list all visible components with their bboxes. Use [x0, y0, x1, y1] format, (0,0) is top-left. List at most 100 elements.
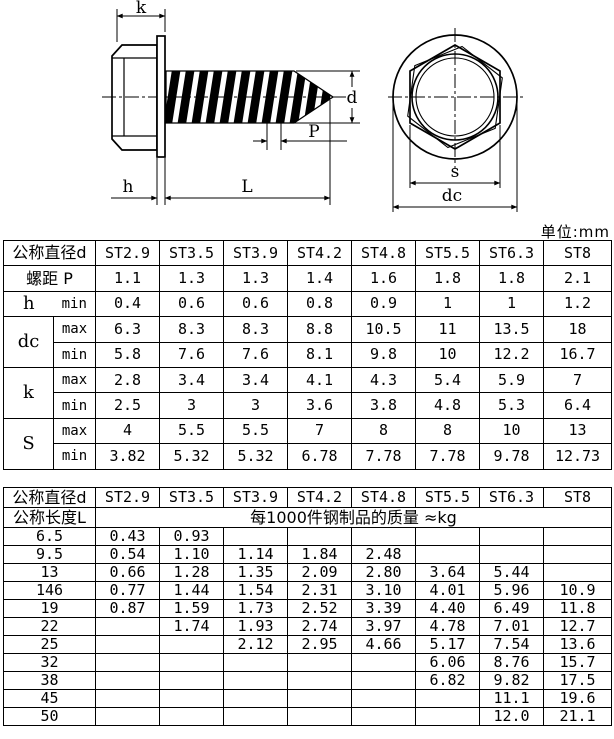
column-header-size: ST4.8 [351, 487, 416, 508]
table-cell: 5.8 [95, 341, 161, 368]
thread-stripe [218, 71, 238, 123]
mass-cell: 15.7 [543, 653, 612, 672]
mass-cell: 2.80 [351, 563, 416, 582]
flange-profile [156, 35, 166, 158]
mass-cell [223, 527, 288, 546]
column-header-size: ST3.9 [223, 487, 288, 508]
row-header-pitch: 螺距 P [2, 265, 97, 292]
mass-cell [543, 527, 612, 546]
subrow-header-min: min [53, 290, 97, 318]
table-cell: 1 [479, 290, 545, 318]
row-header-dc: dc [3, 316, 54, 368]
thread-stripe [176, 71, 196, 123]
dim-p [253, 123, 347, 150]
table-cell: 8.8 [287, 316, 353, 343]
column-header-size: ST4.8 [351, 239, 417, 267]
mass-cell [287, 671, 352, 690]
table-cell: 5.32 [159, 443, 225, 470]
mass-cell: 5.44 [479, 563, 544, 582]
technical-drawing: k d P h L s dc [102, 0, 524, 212]
table-cell: 8.3 [223, 316, 289, 343]
table-cell: 8 [415, 417, 481, 445]
flange-circle [392, 34, 518, 160]
mass-cell [223, 671, 288, 690]
mass-cell [543, 545, 612, 564]
column-header-size: ST2.9 [95, 239, 161, 267]
column-header-size: ST6.3 [479, 487, 544, 508]
subrow-header-max: max [52, 366, 97, 394]
mass-cell [351, 671, 416, 690]
row-header-s: S [3, 417, 54, 470]
table-cell: 2.8 [95, 366, 161, 394]
table-cell: 7.78 [415, 443, 481, 470]
column-header-size: ST4.2 [287, 239, 353, 267]
dim-k [116, 9, 166, 42]
table-cell: 7.78 [351, 443, 417, 470]
table-cell: 1.3 [159, 265, 225, 292]
mass-cell [415, 545, 480, 564]
mass-cell: 6.06 [415, 653, 480, 672]
table-cell: 7 [543, 366, 613, 394]
table-cell: 10 [415, 341, 481, 368]
mass-cell: 5.17 [415, 635, 480, 654]
table-cell: 4 [95, 417, 161, 445]
table-cell: 1 [415, 290, 481, 318]
mass-cell: 19.6 [543, 689, 612, 708]
mass-cell: 2.74 [287, 617, 352, 636]
mass-cell: 1.84 [287, 545, 352, 564]
mass-cell [159, 635, 224, 654]
length-cell: 45 [3, 689, 96, 708]
table-cell: 12.73 [543, 443, 613, 470]
table-cell: 0.4 [95, 290, 161, 318]
d-dim-label: d [347, 88, 358, 108]
subrow-header-min: min [52, 341, 97, 368]
subrow-header-max: max [52, 316, 97, 343]
mass-cell [351, 527, 416, 546]
mass-cell: 1.93 [223, 617, 288, 636]
mass-cell: 2.31 [287, 581, 352, 600]
table-cell: 4.8 [415, 392, 481, 419]
dim-h [111, 158, 166, 205]
mass-cell: 11.8 [543, 599, 612, 618]
mass-cell [95, 617, 160, 636]
table-cell: 10.5 [351, 316, 417, 343]
mass-cell: 4.66 [351, 635, 416, 654]
mass-cell [287, 653, 352, 672]
mass-cell [351, 689, 416, 708]
table-cell: 0.9 [351, 290, 417, 318]
table-cell: 9.8 [351, 341, 417, 368]
table-cell: 6.4 [543, 392, 613, 419]
length-cell: 25 [3, 635, 96, 654]
table-cell: 3 [159, 392, 225, 419]
screw-side-view [102, 9, 360, 205]
table-cell: 5.32 [223, 443, 289, 470]
mass-cell: 2.12 [223, 635, 288, 654]
table-cell: 1.8 [479, 265, 545, 292]
row-header-h: h [3, 290, 54, 318]
table-cell: 8.3 [159, 316, 225, 343]
mass-cell: 11.1 [479, 689, 544, 708]
mass-cell [223, 707, 288, 726]
mass-cell: 3.39 [351, 599, 416, 618]
mass-cell: 9.82 [479, 671, 544, 690]
mass-cell [351, 707, 416, 726]
table-cell: 1.2 [543, 290, 613, 318]
mass-cell: 4.01 [415, 581, 480, 600]
mass-cell: 12.7 [543, 617, 612, 636]
mass-cell: 1.14 [223, 545, 288, 564]
mass-cell: 3.64 [415, 563, 480, 582]
table-cell: 0.8 [287, 290, 353, 318]
column-header-size: ST3.5 [159, 487, 224, 508]
mass-cell [479, 527, 544, 546]
mass-cell: 0.93 [159, 527, 224, 546]
table-cell: 0.6 [223, 290, 289, 318]
table-cell: 1.1 [95, 265, 161, 292]
h-dim-label: h [123, 177, 134, 197]
dim-d [281, 70, 360, 124]
length-cell: 13 [3, 563, 96, 582]
table-cell: 9.78 [479, 443, 545, 470]
table-cell: 0.6 [159, 290, 225, 318]
table-cell: 8 [351, 417, 417, 445]
